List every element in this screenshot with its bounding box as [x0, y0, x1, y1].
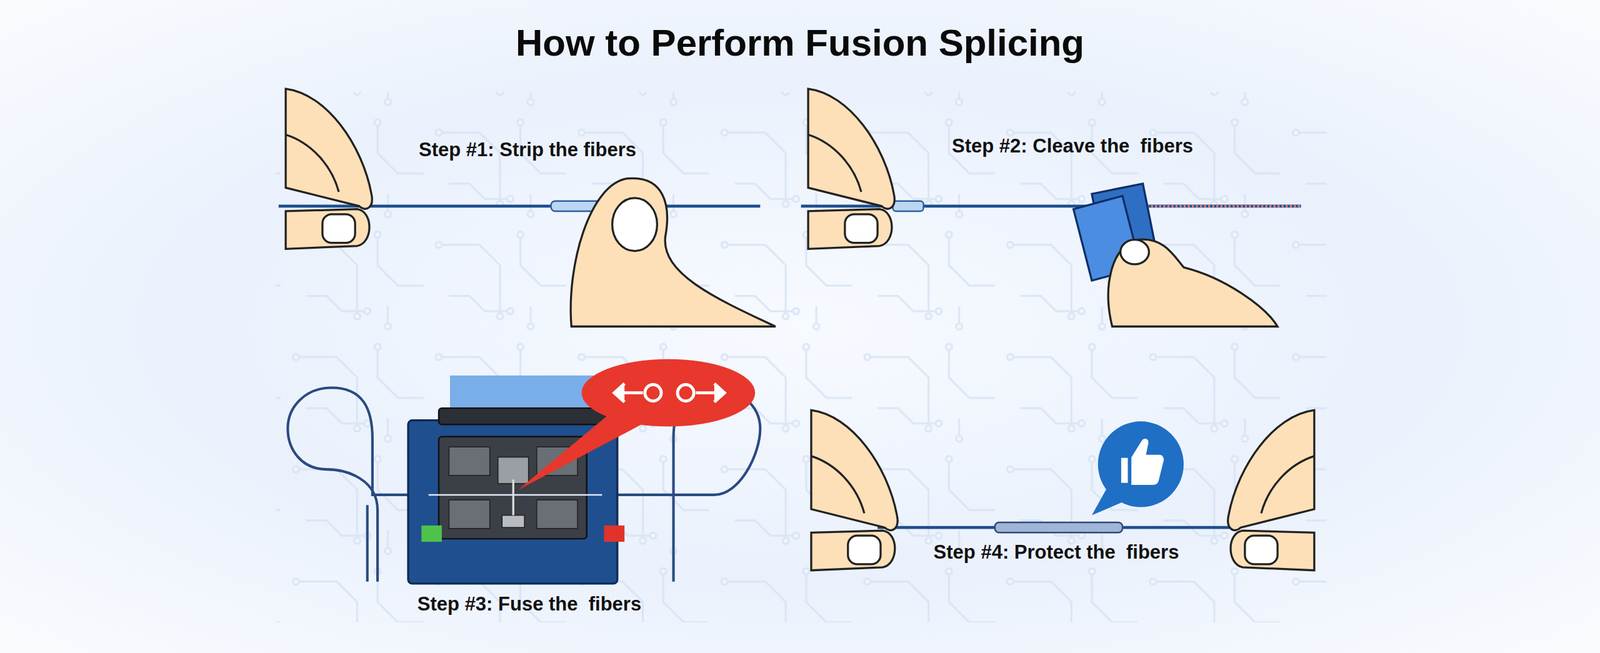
fusion-splicer: [287, 359, 760, 584]
protect-illustration: [811, 410, 1315, 570]
diagram-title: How to Perform Fusion Splicing: [515, 22, 1085, 64]
step-label: Step #4: Protect the fibers: [933, 541, 1180, 564]
strip-illustration: [278, 88, 776, 327]
step-label: Step #1: Strip the fibers: [418, 139, 637, 161]
cleave-illustration: [801, 88, 1302, 327]
step-label: Step #3: Fuse the fibers: [417, 593, 642, 615]
step-label: Step #2: Cleave the fibers: [951, 135, 1194, 157]
